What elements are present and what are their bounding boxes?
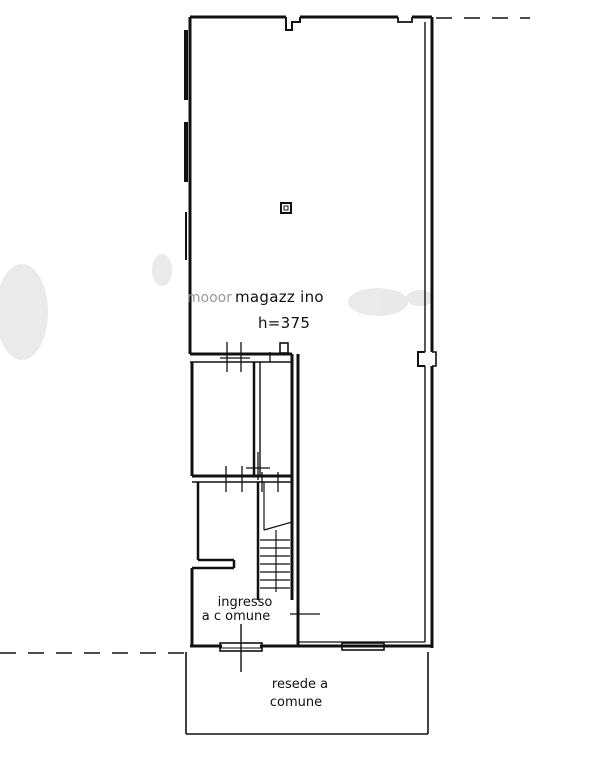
courtyard-label-line1: resede a — [272, 677, 328, 692]
entrance-label-line2: a c omune — [202, 609, 270, 624]
warehouse-faded-text: mooor — [187, 290, 232, 306]
property-boundary — [0, 17, 530, 654]
bottom-window — [341, 642, 385, 651]
entrance-label-line1: ingresso — [218, 595, 273, 610]
warehouse-column — [280, 202, 292, 214]
warehouse-name: magazz ino — [235, 288, 324, 306]
courtyard-outline — [185, 652, 429, 735]
warehouse-height: h=375 — [258, 314, 310, 332]
courtyard-label-line2: comune — [270, 695, 322, 710]
door-ticks — [220, 342, 320, 640]
scan-smudges — [0, 254, 434, 360]
outer-walls — [184, 15, 437, 648]
staircase — [260, 521, 293, 600]
entrance-door — [219, 624, 263, 672]
labels: mooor magazz ino h=375 ingresso a c omun… — [187, 288, 328, 710]
